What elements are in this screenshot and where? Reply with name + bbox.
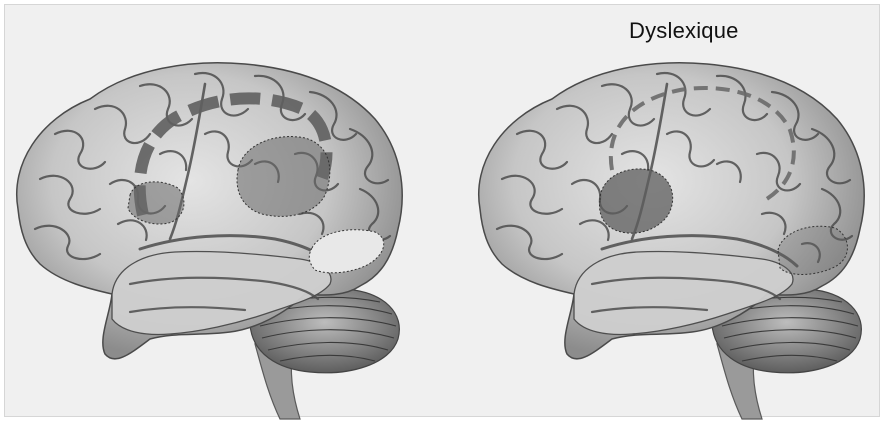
left-brain-parietal-region (237, 137, 330, 217)
